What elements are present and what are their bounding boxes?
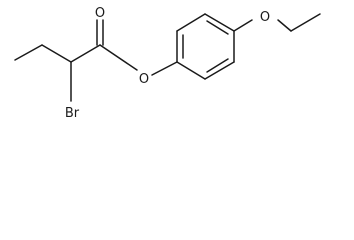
atom-label-ester-oxygen: O (139, 72, 149, 87)
bond-c3-c2 (41, 44, 72, 63)
atom-label-bromine: Br (65, 106, 80, 121)
bond-ch2-ch3 (290, 13, 321, 32)
bond-o-ester-aryl (151, 61, 178, 76)
atom-label-carbonyl-oxygen: O (95, 6, 105, 21)
ring-bond-5 (204, 61, 235, 80)
bond-c4-c3 (14, 44, 43, 61)
bond-o-ether-ch2 (277, 19, 292, 32)
ring-double-bond-3 (206, 58, 229, 73)
bond-c1-o-ester (99, 44, 138, 71)
chemical-structure: O O O Br (14, 6, 321, 121)
atom-label-ether-oxygen: O (260, 10, 270, 25)
ring-bond-3 (204, 13, 235, 32)
ring-double-bond-2 (206, 20, 229, 35)
bond-c2-c1 (70, 44, 101, 63)
ring-bond-6 (176, 61, 206, 80)
ring-bond-2 (176, 13, 206, 32)
bond-aryl-o-ether (233, 19, 253, 32)
